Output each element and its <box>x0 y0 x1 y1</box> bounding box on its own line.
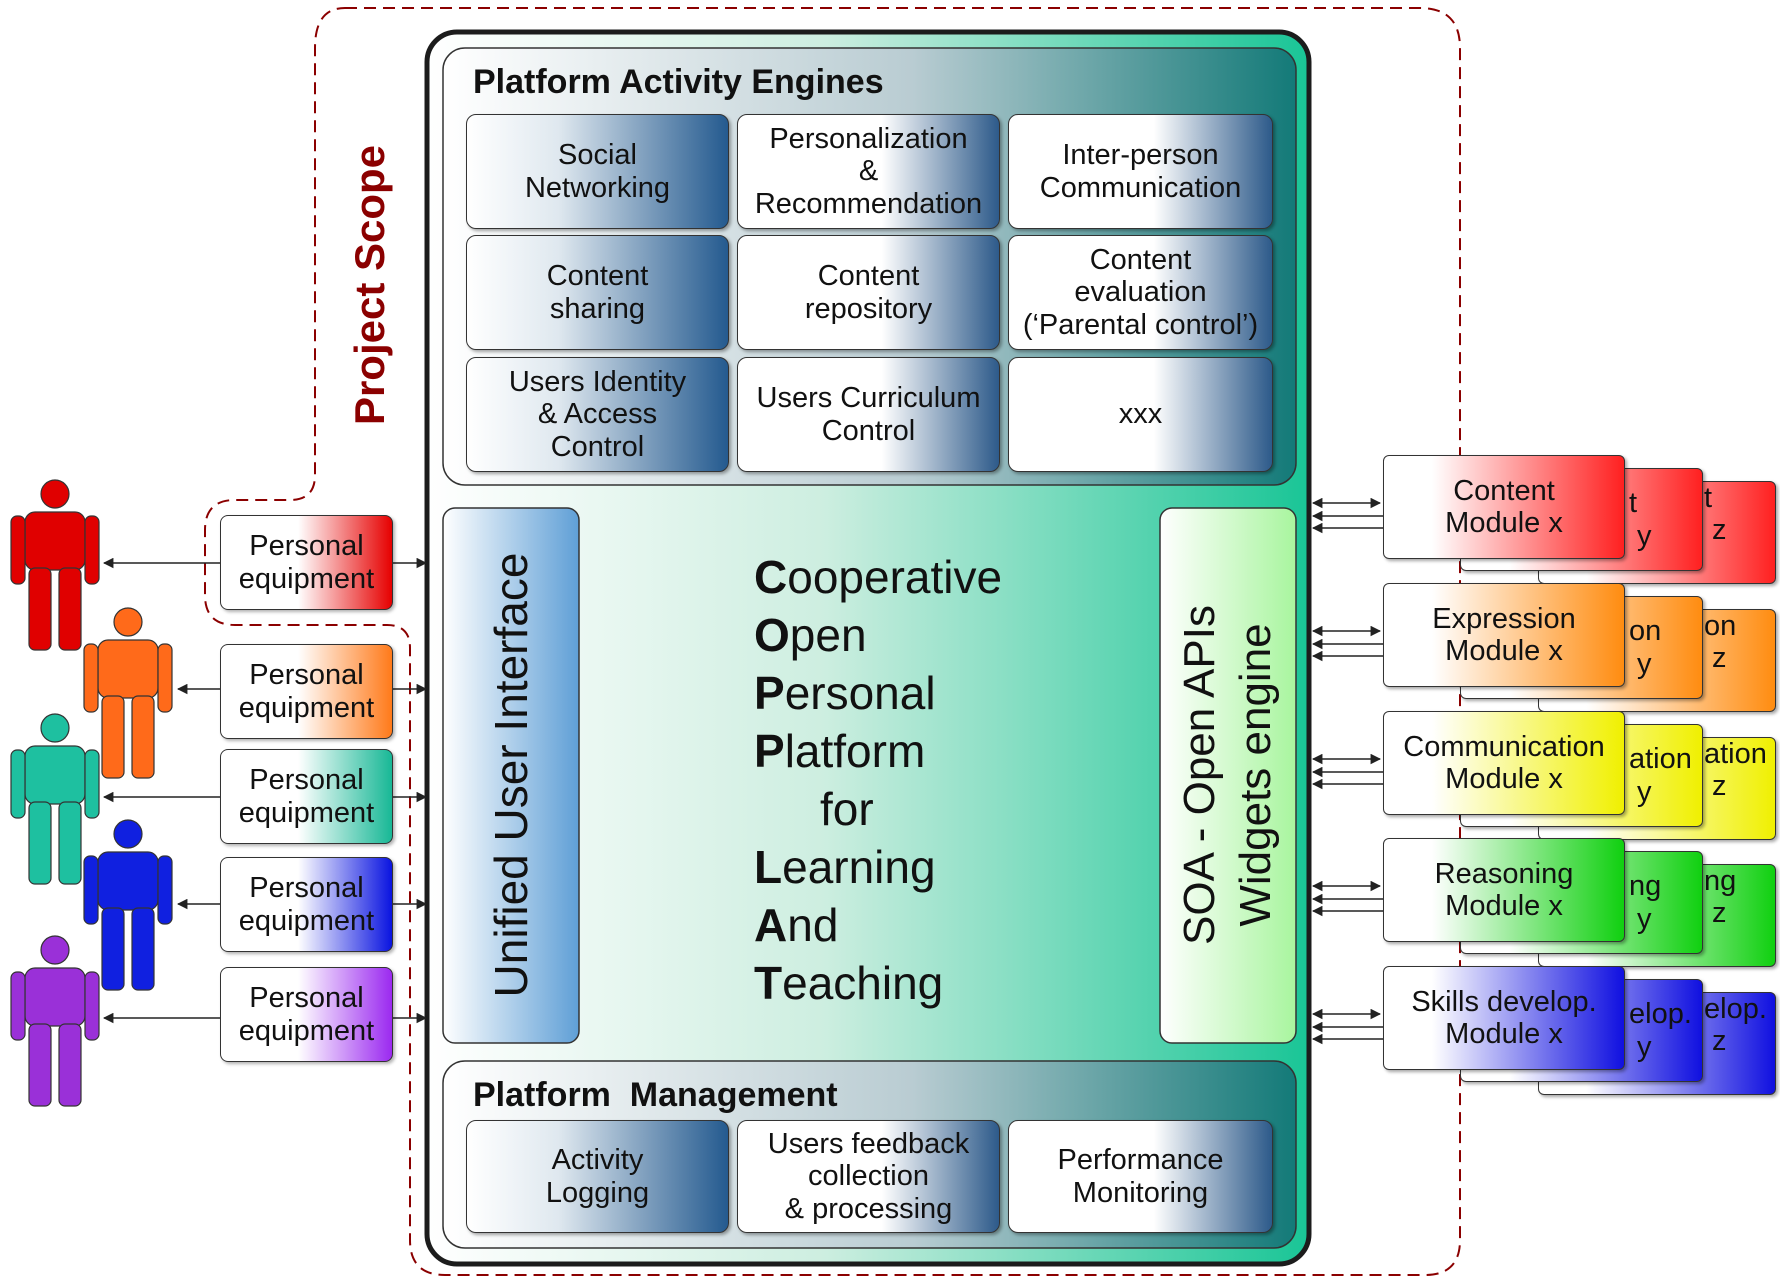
module-y-name: t <box>1629 487 1638 520</box>
engine-content-sharing[interactable]: Content sharing <box>466 235 729 350</box>
module-z-name: on <box>1704 610 1737 642</box>
module-y-suffix: y <box>1637 519 1652 552</box>
module-x-name: Communication <box>1403 730 1605 763</box>
acronym-rest: earning <box>782 841 936 893</box>
acronym-initial: O <box>754 609 790 661</box>
module-x-label: Module x <box>1445 763 1563 795</box>
person-icon <box>10 935 100 1107</box>
engine-content-repository[interactable]: Content repository <box>737 235 1000 350</box>
acronym-initial: C <box>754 551 788 603</box>
acronym-rest: ooperative <box>787 551 1003 603</box>
engine-personalization[interactable]: Personalization & Recommendation <box>737 114 1000 229</box>
acronym-line: Learning <box>754 838 1054 896</box>
module-y-name: ation <box>1629 743 1692 776</box>
module-y-suffix: y <box>1637 1030 1652 1063</box>
module-z-suffix: z <box>1712 770 1727 803</box>
module-z-suffix: z <box>1712 514 1727 547</box>
engine-social-networking[interactable]: Social Networking <box>466 114 729 229</box>
module-arrows-1 <box>1311 497 1383 534</box>
module-arrows-2 <box>1311 625 1383 662</box>
module-y-suffix: y <box>1637 775 1652 808</box>
acronym-line: Cooperative <box>754 548 1054 606</box>
acronym-rest: pen <box>789 609 867 661</box>
soa-line-2: Widgets engine <box>1231 623 1280 927</box>
unified-ui-label: Unified User Interface <box>485 552 537 998</box>
module-z-suffix: z <box>1712 1025 1727 1058</box>
module-z-name: t <box>1704 482 1713 514</box>
activity-engines-title: Platform Activity Engines <box>473 63 884 101</box>
acronym-initial: P <box>754 725 785 777</box>
module-z-name: ation <box>1704 738 1767 770</box>
module-x-name: Content <box>1453 474 1555 507</box>
acronym-rest: eaching <box>782 957 944 1009</box>
soa-line-1: SOA - Open APIs <box>1175 605 1224 945</box>
personal-equipment-5[interactable]: Personal equipment <box>220 967 393 1062</box>
engine-users-curriculum[interactable]: Users Curriculum Control <box>737 357 1000 472</box>
acronym-line: Open <box>754 606 1054 664</box>
mgmt-performance-monitoring[interactable]: Performance Monitoring <box>1008 1120 1273 1233</box>
unified-ui-bar <box>442 507 580 1044</box>
acronym-line: And <box>754 896 1054 954</box>
acronym-line: Platform <box>754 722 1054 780</box>
mgmt-users-feedback[interactable]: Users feedback collection & processing <box>737 1120 1000 1233</box>
module-x-label: Module x <box>1445 507 1563 539</box>
module-y-name: elop. <box>1629 998 1692 1031</box>
module-x-name: Reasoning <box>1434 857 1574 890</box>
module-x-label: Module x <box>1445 1018 1563 1050</box>
engine-users-identity[interactable]: Users Identity & Access Control <box>466 357 729 472</box>
module-x-name: Expression <box>1432 602 1576 635</box>
personal-equipment-3[interactable]: Personal equipment <box>220 749 393 844</box>
acronym-line: Personal <box>754 664 1054 722</box>
person-icon <box>83 607 173 779</box>
acronym-initial: L <box>754 841 783 893</box>
module-arrows-4 <box>1311 880 1383 917</box>
module-z-name: elop. <box>1704 993 1767 1025</box>
mgmt-activity-logging[interactable]: Activity Logging <box>466 1120 729 1233</box>
acronym-rest: nd <box>787 899 839 951</box>
module-x-name: Skills develop. <box>1411 985 1597 1018</box>
engine-content-evaluation[interactable]: Content evaluation (‘Parental control’) <box>1008 235 1273 350</box>
acronym-initial: T <box>754 957 783 1009</box>
module-arrows-3 <box>1311 753 1383 790</box>
person-icon <box>83 819 173 991</box>
acronym-rest: latform <box>784 725 926 777</box>
module-arrows-5 <box>1311 1008 1383 1045</box>
management-title: Platform Management <box>473 1076 838 1114</box>
acronym-line: Teaching <box>754 954 1054 1012</box>
project-scope-outline <box>204 7 1461 1276</box>
personal-equipment-4[interactable]: Personal equipment <box>220 857 393 952</box>
person-icon <box>10 479 100 651</box>
engine-inter-person-communication[interactable]: Inter-person Communication <box>1008 114 1273 229</box>
personal-equipment-2[interactable]: Personal equipment <box>220 644 393 739</box>
acronym-rest: ersonal <box>784 667 936 719</box>
module-z-suffix: z <box>1712 897 1727 930</box>
module-y-name: ng <box>1629 870 1662 903</box>
module-x-label: Module x <box>1445 635 1563 667</box>
acronym-initial: P <box>754 667 785 719</box>
personal-equipment-1[interactable]: Personal equipment <box>220 515 393 610</box>
module-y-suffix: y <box>1637 902 1652 935</box>
module-y-name: on <box>1629 615 1662 648</box>
acronym-initial: A <box>754 899 788 951</box>
person-icon <box>10 713 100 885</box>
module-x-label: Module x <box>1445 890 1563 922</box>
module-y-suffix: y <box>1637 647 1652 680</box>
module-z-suffix: z <box>1712 642 1727 675</box>
module-z-name: ng <box>1704 865 1737 897</box>
module-x-5[interactable]: Skills develop.Module x <box>1383 966 1625 1070</box>
acronym-rest: for <box>820 783 874 835</box>
acronym-line: for <box>754 780 1054 838</box>
engine-xxx[interactable]: xxx <box>1008 357 1273 472</box>
soa-bar <box>1159 507 1297 1044</box>
